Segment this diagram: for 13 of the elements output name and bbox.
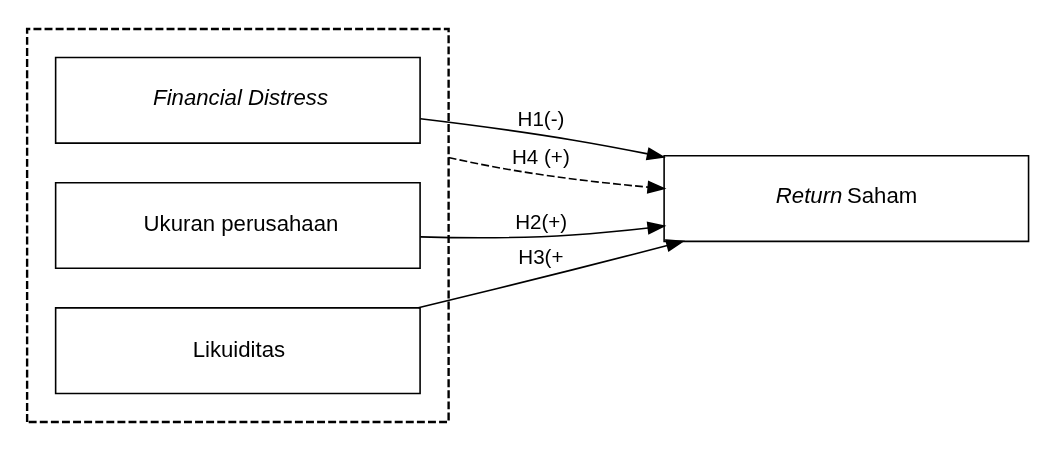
node-box: Return Saham — [663, 154, 1030, 242]
edge-label: H1(-) — [517, 106, 565, 130]
node-box: Ukuran perusahaan — [54, 181, 421, 269]
edge-label: H3(+ — [518, 244, 564, 268]
arrow — [419, 220, 667, 239]
arrow — [447, 156, 667, 194]
arrow — [419, 117, 666, 160]
cluster — [25, 27, 450, 423]
edge-label: H4 (+) — [511, 144, 570, 168]
node-box: Likuiditas — [54, 306, 421, 394]
node-box: Financial Distress — [54, 56, 421, 144]
arrow — [417, 238, 686, 309]
edge-label: H2(+) — [515, 209, 568, 233]
